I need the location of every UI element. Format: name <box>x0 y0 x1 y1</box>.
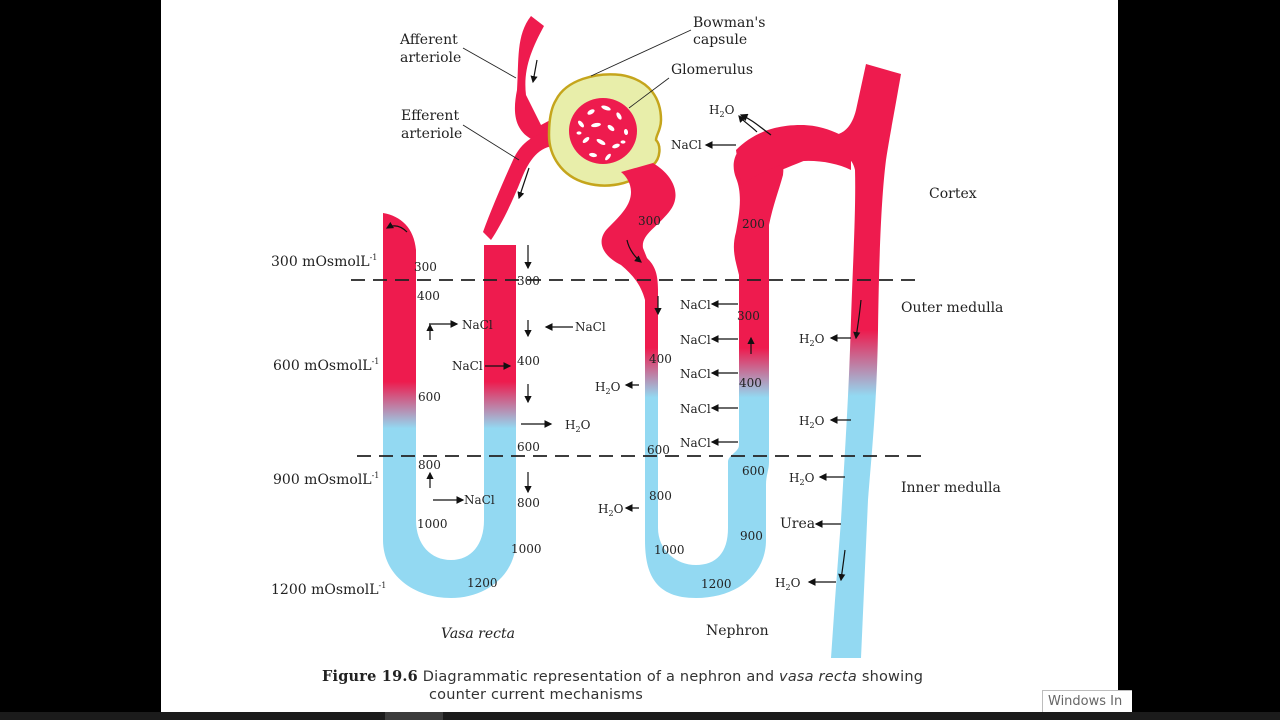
flow-arrows <box>385 59 862 582</box>
svg-text:NaCl: NaCl <box>680 436 711 450</box>
svg-text:arteriole: arteriole <box>400 50 461 66</box>
svg-text:600: 600 <box>418 390 441 404</box>
flux-arrows <box>429 113 851 586</box>
svg-text:NaCl: NaCl <box>575 320 606 334</box>
leader-lines <box>462 29 692 161</box>
svg-text:NaCl: NaCl <box>680 298 711 312</box>
svg-text:NaCl: NaCl <box>464 493 495 507</box>
svg-text:NaCl: NaCl <box>680 402 711 416</box>
figure-number: Figure 19.6 <box>322 668 418 685</box>
svg-text:H2O: H2O <box>595 380 621 396</box>
svg-text:400: 400 <box>739 376 762 390</box>
svg-text:900 mOsmolL-1: 900 mOsmolL-1 <box>273 471 379 488</box>
progress-thumb[interactable] <box>385 712 443 720</box>
svg-text:400: 400 <box>417 289 440 303</box>
svg-text:1200: 1200 <box>467 576 498 590</box>
svg-text:1000: 1000 <box>417 517 448 531</box>
svg-text:H2O: H2O <box>799 332 825 348</box>
structure-labels: Afferent arteriole Efferent arteriole Bo… <box>399 15 1003 642</box>
osmolarity-scale: 300 mOsmolL-1 600 mOsmolL-1 900 mOsmolL-… <box>271 253 386 598</box>
svg-text:arteriole: arteriole <box>401 126 462 142</box>
svg-text:NaCl: NaCl <box>452 359 483 373</box>
svg-text:H2O: H2O <box>775 576 801 592</box>
label-nephron: Nephron <box>706 623 769 639</box>
svg-text:NaCl: NaCl <box>671 138 702 152</box>
label-efferent: Efferent <box>401 108 459 124</box>
distal-tubule-junction <box>736 125 851 185</box>
svg-text:NaCl: NaCl <box>680 367 711 381</box>
svg-text:600: 600 <box>517 440 540 454</box>
caption-text-b: showing <box>861 669 924 685</box>
svg-text:800: 800 <box>649 489 672 503</box>
label-inner-medulla: Inner medulla <box>901 480 1001 496</box>
vasa-recta-loop <box>383 213 516 598</box>
label-afferent: Afferent <box>399 32 458 48</box>
svg-text:600: 600 <box>742 464 765 478</box>
windows-activation-watermark: Windows In <box>1042 690 1132 714</box>
label-outer-medulla: Outer medulla <box>901 300 1003 316</box>
svg-text:NaCl: NaCl <box>680 333 711 347</box>
svg-text:H2O: H2O <box>799 414 825 430</box>
svg-text:300: 300 <box>638 214 661 228</box>
efferent-arteriole <box>483 132 556 240</box>
svg-text:Urea: Urea <box>780 516 815 532</box>
label-vasa-recta: Vasa recta <box>441 626 515 642</box>
svg-text:400: 400 <box>517 354 540 368</box>
svg-text:capsule: capsule <box>693 32 747 48</box>
label-cortex: Cortex <box>929 186 977 202</box>
caption-text-a: Diagrammatic representation of a nephron… <box>422 669 775 685</box>
svg-text:H2O: H2O <box>598 502 624 518</box>
svg-text:400: 400 <box>649 352 672 366</box>
svg-text:1200 mOsmolL-1: 1200 mOsmolL-1 <box>271 581 386 598</box>
caption-line-2: counter current mechanisms <box>429 687 644 703</box>
caption-text-italic: vasa recta <box>779 669 857 685</box>
svg-text:1000: 1000 <box>654 543 685 557</box>
vasa-recta-values: 300 400 600 800 1000 1200 1000 800 600 4… <box>414 260 542 590</box>
svg-text:800: 800 <box>517 496 540 510</box>
label-bowmans-capsule: Bowman's <box>693 15 765 31</box>
svg-text:H2O: H2O <box>565 418 591 434</box>
svg-text:900: 900 <box>740 529 763 543</box>
flux-labels: NaCl NaCl NaCl NaCl NaCl NaCl NaCl NaCl … <box>452 103 825 592</box>
svg-text:300: 300 <box>737 309 760 323</box>
svg-text:300: 300 <box>414 260 437 274</box>
video-progress-bar[interactable] <box>0 712 1280 720</box>
nephron-values: 300 400 600 800 1000 1200 900 600 400 30… <box>638 214 765 591</box>
afferent-arteriole <box>514 16 556 140</box>
figure-caption: Figure 19.6 Diagrammatic representation … <box>322 668 1022 704</box>
glomerulus <box>569 98 637 164</box>
figure-page: Afferent arteriole Efferent arteriole Bo… <box>161 0 1118 712</box>
svg-text:600: 600 <box>647 443 670 457</box>
svg-text:600 mOsmolL-1: 600 mOsmolL-1 <box>273 357 379 374</box>
nephron-diagram: Afferent arteriole Efferent arteriole Bo… <box>271 15 1003 658</box>
svg-text:H2O: H2O <box>709 103 735 119</box>
svg-text:1200: 1200 <box>701 577 732 591</box>
svg-text:800: 800 <box>418 458 441 472</box>
svg-text:200: 200 <box>742 217 765 231</box>
collecting-duct <box>739 64 901 658</box>
svg-text:300 mOsmolL-1: 300 mOsmolL-1 <box>271 253 377 270</box>
svg-text:300: 300 <box>517 274 540 288</box>
nephron-tubule <box>601 137 784 599</box>
label-glomerulus: Glomerulus <box>671 62 753 78</box>
svg-text:NaCl: NaCl <box>462 318 493 332</box>
svg-text:1000: 1000 <box>511 542 542 556</box>
svg-text:H2O: H2O <box>789 471 815 487</box>
